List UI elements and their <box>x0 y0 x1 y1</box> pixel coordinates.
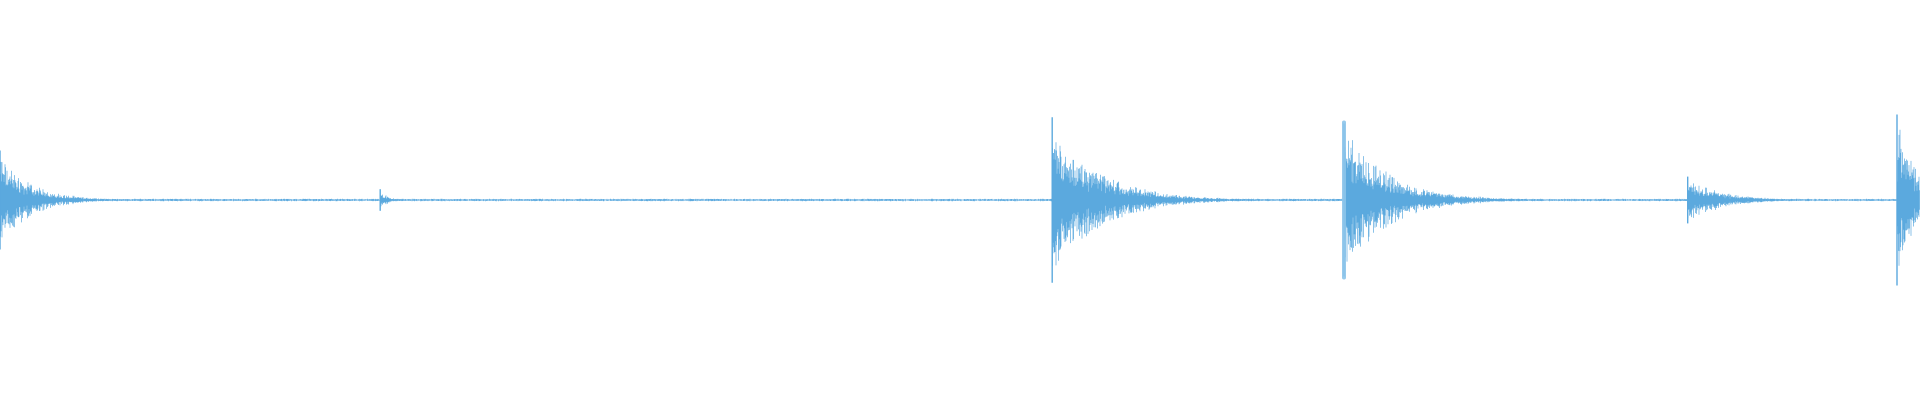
playhead-marker[interactable] <box>1342 120 1346 280</box>
waveform-path <box>0 129 1920 266</box>
waveform-trace <box>0 114 1920 286</box>
